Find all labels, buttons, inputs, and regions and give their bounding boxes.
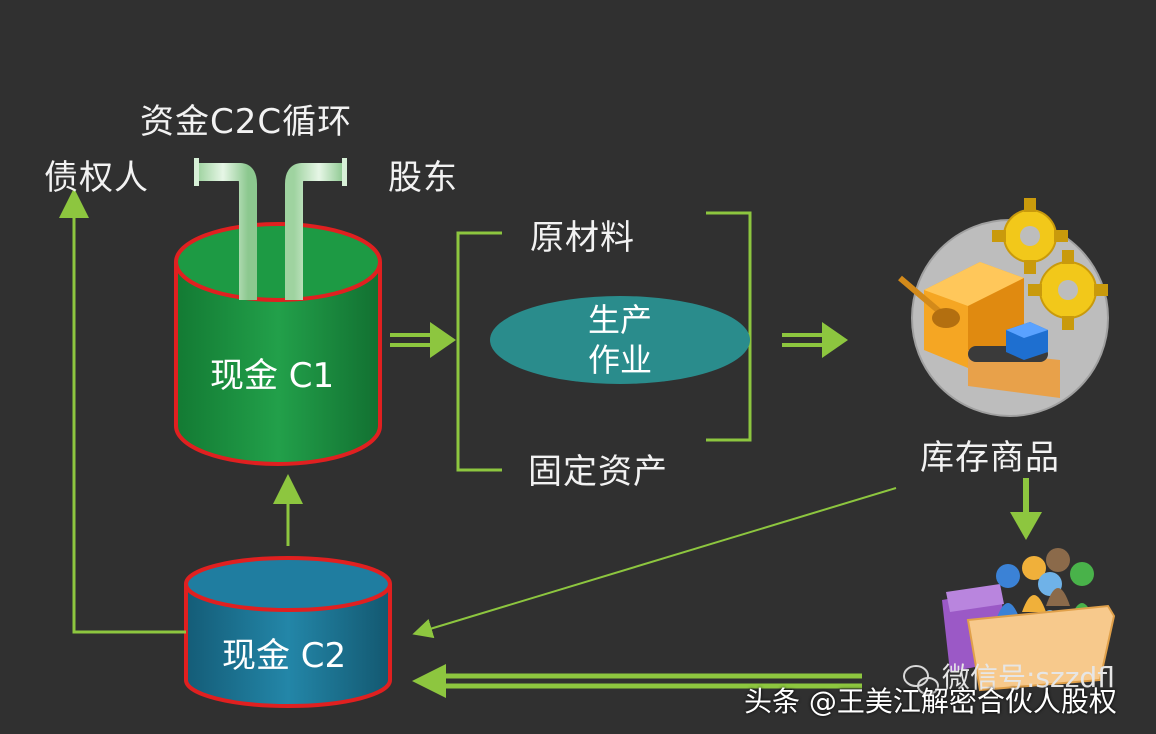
c2c-pipes xyxy=(194,158,347,300)
right-bracket xyxy=(706,211,752,442)
toutiao-watermark: 头条 @王美江解密合伙人股权 xyxy=(744,685,1117,718)
shareholders-label: 股东 xyxy=(388,158,458,198)
production-line2: 作业 xyxy=(587,341,652,379)
arrow-production-to-inventory xyxy=(782,322,848,358)
arrow-customers-to-c2 xyxy=(412,664,862,698)
creditors-label: 债权人 xyxy=(44,158,149,198)
arrow-c1-to-production xyxy=(390,322,456,358)
cash-c1-cylinder xyxy=(174,222,382,466)
inventory-label: 库存商品 xyxy=(920,438,1060,478)
arrow-inventory-to-c2 xyxy=(412,487,897,639)
cash-c2-cylinder xyxy=(184,556,392,708)
factory-icon xyxy=(898,198,1109,417)
wechat-watermark: 微信号:szzdfl xyxy=(942,661,1115,694)
customers-icon xyxy=(942,548,1116,692)
wechat-icon xyxy=(903,665,939,695)
arrow-c2-to-creditors xyxy=(59,188,186,634)
production-ellipse xyxy=(490,296,750,384)
c2c-loop-label: 资金C2C循环 xyxy=(140,102,353,142)
arrow-inventory-to-customers xyxy=(1010,478,1042,540)
production-line1: 生产 xyxy=(587,301,652,339)
cash-c2-label: 现金 C2 xyxy=(222,636,347,676)
left-bracket xyxy=(456,231,502,472)
raw-materials-label: 原材料 xyxy=(530,218,635,258)
production-label: 生产 作业 xyxy=(560,300,680,380)
fixed-assets-label: 固定资产 xyxy=(528,452,668,492)
cash-c1-label: 现金 C1 xyxy=(210,356,335,396)
